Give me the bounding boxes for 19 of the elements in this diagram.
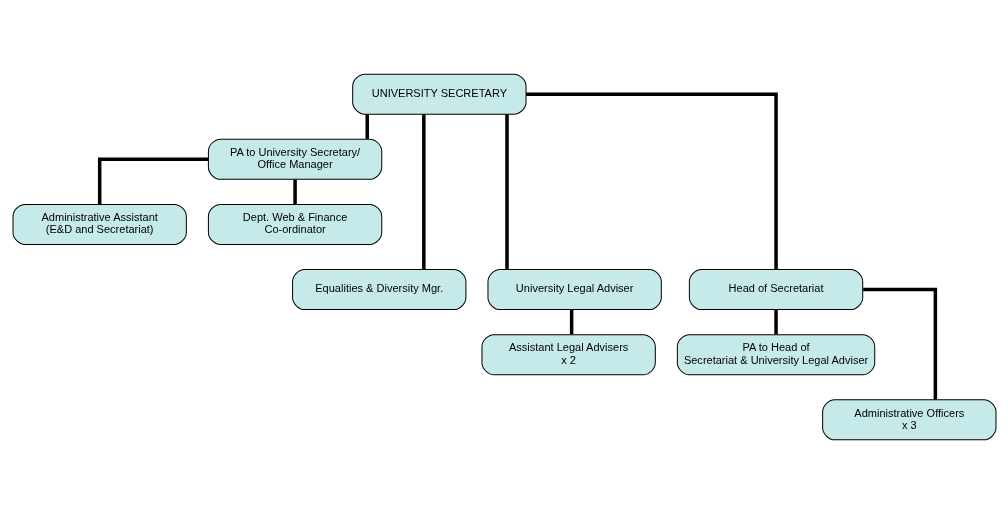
connector — [292, 179, 297, 204]
connector — [525, 91, 778, 269]
connector — [364, 113, 369, 139]
node-box: UNIVERSITY SECRETARY — [351, 73, 527, 115]
node-box: University Legal Adviser — [486, 268, 662, 310]
connector — [569, 309, 573, 334]
node-box: PA to University Secretary/ Office Manager — [207, 138, 382, 180]
connector — [421, 113, 426, 269]
node-box: Administrative Assistant (E&D and Secretariat) — [12, 203, 187, 245]
node-box: Assistant Legal Advisers x 2 — [480, 333, 656, 375]
node-box: Dept. Web & Finance Co-ordinator — [207, 203, 382, 245]
connector — [773, 309, 778, 334]
node-box: PA to Head of Secretariat & University Legal Adviser — [676, 333, 875, 375]
node-box: Administrative Officers x 3 — [821, 398, 996, 440]
connector — [97, 157, 208, 204]
node-box: Head of Secretariat — [688, 268, 863, 310]
node-box: Equalities & Diversity Mgr. — [291, 268, 466, 310]
connector — [504, 113, 509, 269]
connector — [862, 287, 937, 400]
